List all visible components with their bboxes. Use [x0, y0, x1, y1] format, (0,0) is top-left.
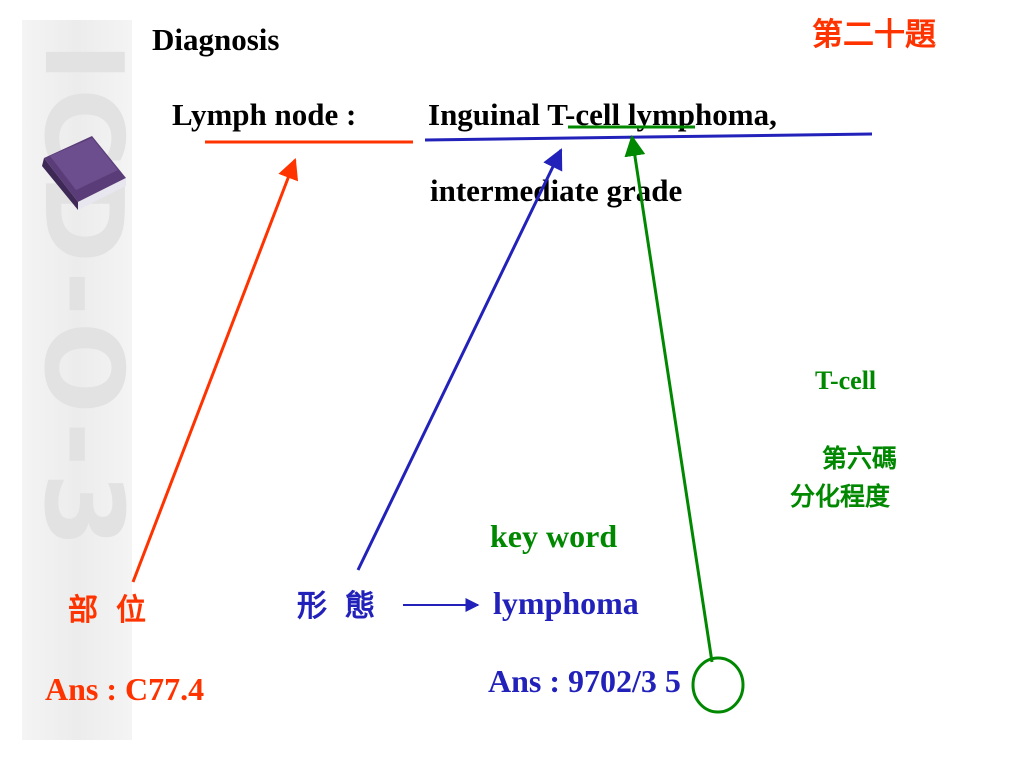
grade-arrow [624, 134, 714, 663]
morphology-label: 形 態 [297, 589, 376, 624]
site-arrow [131, 158, 299, 583]
book-icon [42, 136, 126, 210]
page-title: Diagnosis [152, 22, 280, 57]
watermark-band: ICD-O-3 [20, 20, 145, 740]
site-label: 部 位 [68, 593, 147, 628]
grade-digit: 5 [664, 663, 681, 699]
diagnosis-text-line1: Inguinal T-cell lymphoma, [428, 97, 777, 132]
sixth-digit-note: 第六碼 [822, 444, 898, 473]
watermark-logo-text: ICD-O-3 [20, 42, 145, 554]
morphology-answer-code: Ans : 9702/3 [488, 663, 657, 699]
site-answer: Ans : C77.4 [45, 671, 205, 707]
keyword-value: lymphoma [493, 585, 639, 621]
morphology-arrow [356, 148, 563, 571]
keyword-label: key word [490, 518, 618, 554]
question-number: 第二十題 [812, 17, 936, 53]
morphology-underline [424, 132, 873, 142]
tcell-note: T-cell [815, 366, 877, 395]
grade-digit-circle [691, 656, 745, 714]
grade-note: 分化程度 [790, 482, 891, 511]
site-specimen-label: Lymph node : [172, 97, 357, 132]
